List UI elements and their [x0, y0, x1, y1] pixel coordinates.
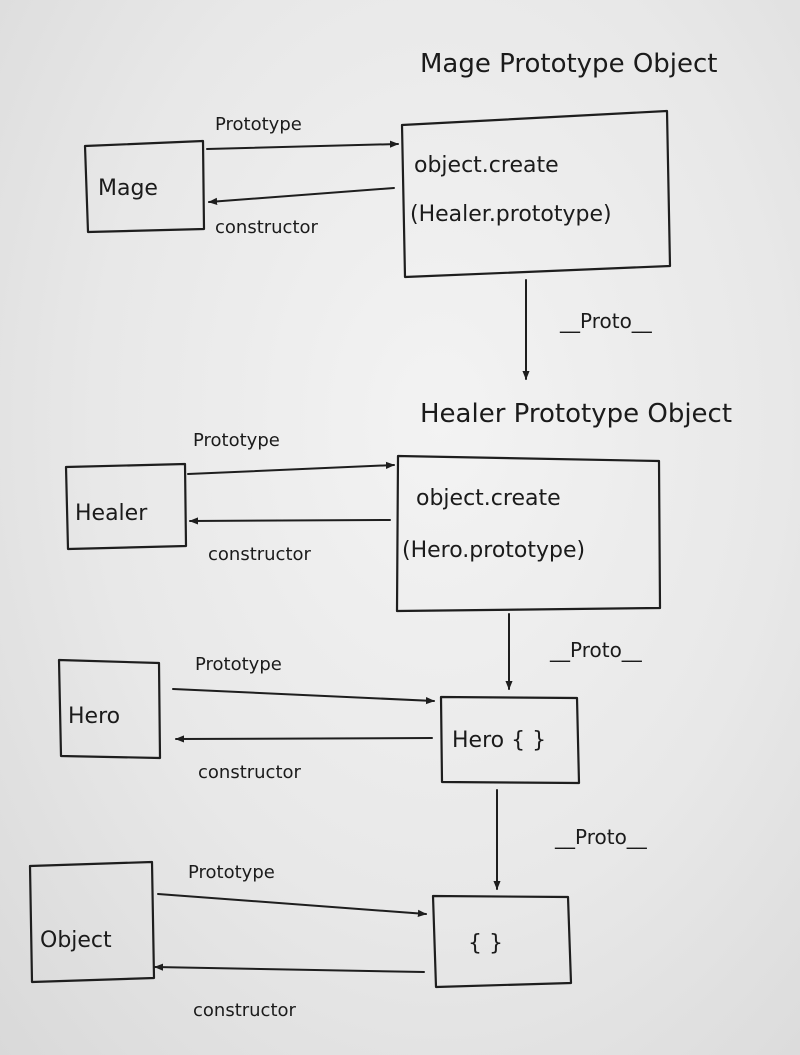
object-box	[28, 860, 156, 984]
object-prototype-object-box	[431, 894, 573, 989]
proto-label-2: __Proto__	[549, 638, 643, 662]
mage-prototype-object-line2: (Healer.prototype)	[410, 202, 612, 227]
object-prototype-label: Prototype	[188, 862, 275, 883]
object-prototype-arrow	[157, 893, 427, 917]
hero-prototype-object-box	[439, 695, 581, 785]
mage-constructor-label: constructor	[215, 217, 319, 238]
object-constructor-arrow	[154, 963, 425, 973]
proto-label-3: __Proto__	[554, 825, 648, 849]
healer-constructor-label: constructor	[208, 544, 312, 565]
healer-prototype-arrow	[187, 461, 395, 475]
mage-box	[83, 139, 206, 234]
mage-prototype-label: Prototype	[215, 114, 302, 135]
hero-prototype-object-label: Hero { }	[452, 728, 546, 753]
heading-healer-prototype-object: Healer Prototype Object	[420, 399, 732, 429]
hero-prototype-arrow	[172, 688, 435, 705]
healer-label: Healer	[75, 501, 148, 526]
object-label: Object	[40, 928, 112, 953]
proto-label-1: __Proto__	[559, 309, 653, 333]
mage-prototype-object-line1: object.create	[414, 153, 559, 178]
mage-prototype-object-box	[400, 109, 672, 279]
healer-constructor-arrow	[189, 517, 391, 525]
object-prototype-object-label: { }	[468, 931, 503, 956]
mage-constructor-arrow	[208, 187, 395, 205]
heading-mage-prototype-object: Mage Prototype Object	[420, 49, 718, 79]
mage-label: Mage	[98, 176, 158, 201]
mage-prototype-arrow	[206, 140, 399, 150]
healer-box	[64, 462, 188, 551]
healer-prototype-object-line2: (Hero.prototype)	[402, 538, 585, 563]
hero-label: Hero	[68, 704, 120, 729]
healer-prototype-object-line1: object.create	[416, 486, 561, 511]
hero-prototype-label: Prototype	[195, 654, 282, 675]
object-constructor-label: constructor	[193, 1000, 297, 1021]
healer-prototype-label: Prototype	[193, 430, 280, 451]
hero-constructor-arrow	[175, 735, 433, 743]
healer-prototype-object-box	[395, 454, 662, 613]
hero-constructor-label: constructor	[198, 762, 302, 783]
hero-box	[57, 658, 162, 760]
